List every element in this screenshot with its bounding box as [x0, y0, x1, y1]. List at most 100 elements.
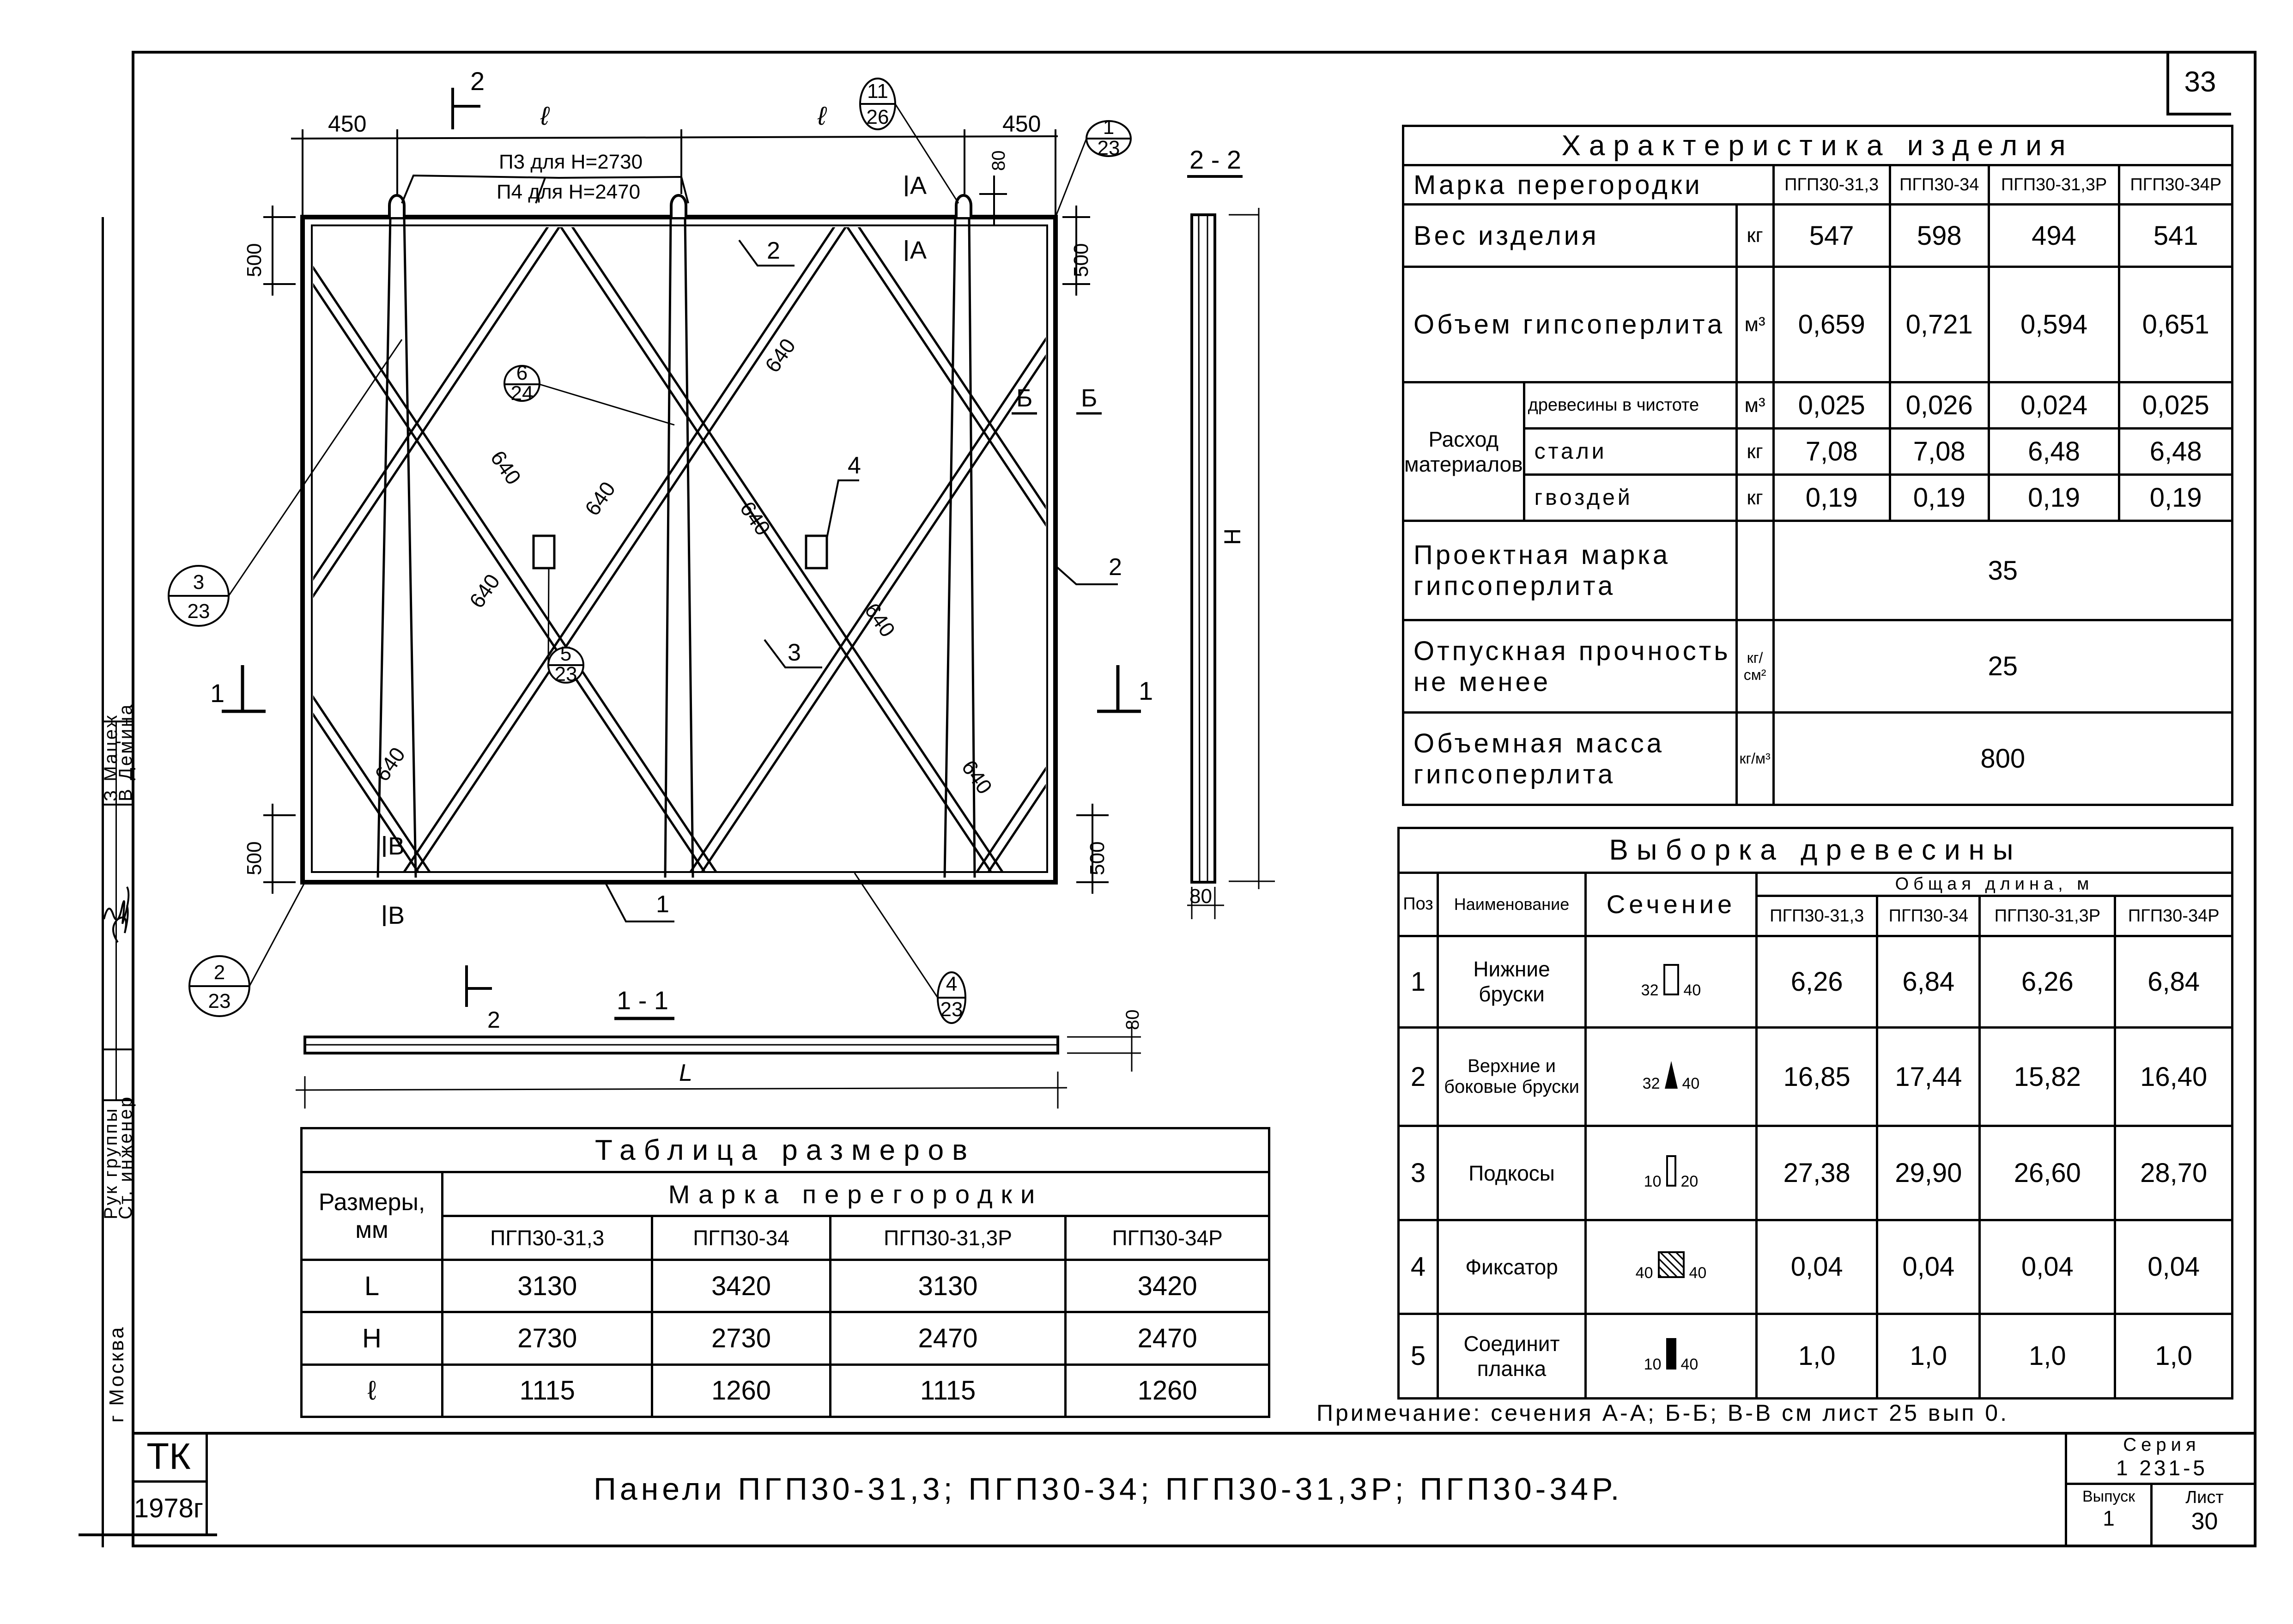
sizes-col0-header: Размеры, мм [300, 1171, 443, 1261]
section-width: 32 [1642, 1074, 1660, 1092]
section-header: Сечение [1584, 871, 1758, 937]
section-height: 40 [1683, 981, 1701, 999]
cell: 16,85 [1755, 1026, 1879, 1127]
section-width: 10 [1644, 1356, 1662, 1374]
row-label: гвоздей [1523, 473, 1738, 522]
svg-text:23: 23 [188, 600, 210, 623]
section-width: 10 [1644, 1173, 1662, 1191]
pos-header: Поз [1397, 871, 1439, 937]
svg-text:А: А [910, 236, 927, 264]
sizes-row-H: Н 2730 2730 2470 2470 [300, 1311, 1270, 1366]
sheet-title: Панели ПГП30-31,3; ПГП30-34; ПГП30-31,3Р… [594, 1472, 1623, 1507]
org-label: ТК [146, 1435, 191, 1477]
svg-text:640: 640 [860, 599, 900, 642]
pos: 1 [1397, 934, 1439, 1029]
section-triangle-icon [1664, 1060, 1678, 1089]
char-row-grade: Проектная марка гипсоперлита 35 [1402, 520, 2234, 621]
cell: 3420 [651, 1258, 831, 1314]
wood-table-title: Выборка древесины [1397, 827, 2233, 874]
cell: 35 [1772, 520, 2234, 621]
cell: 0,594 [1987, 266, 2121, 383]
wood-col-header: ПГП30-31,3Р [1978, 895, 2117, 937]
section-rect-icon [1666, 1338, 1676, 1370]
cell: 0,19 [1888, 473, 1990, 522]
cell: 1260 [1064, 1363, 1270, 1418]
length-header: Общая длина, м [1755, 871, 2233, 897]
side-stamp-row-line-2 [102, 804, 132, 806]
char-mark-header: Марка перегородки [1402, 164, 1775, 206]
svg-text:1: 1 [210, 679, 224, 708]
unit: кг [1735, 473, 1775, 522]
year-underline [79, 1533, 217, 1536]
sheet-number-box: Лист 30 [2153, 1485, 2257, 1547]
cell: 2470 [1064, 1311, 1270, 1366]
svg-text:23: 23 [1098, 137, 1120, 159]
cell: 800 [1772, 711, 2234, 806]
cell: 1260 [651, 1363, 831, 1418]
note-p4: П4 для Н=2470 [497, 181, 640, 203]
unit [1735, 520, 1775, 621]
cell: 1115 [829, 1363, 1067, 1418]
cell: 0,19 [2118, 473, 2233, 522]
name: Фиксатор [1437, 1218, 1587, 1315]
side-stamp-row-line-1 [102, 721, 132, 722]
cell: 3130 [441, 1258, 654, 1314]
svg-text:640: 640 [580, 477, 620, 520]
name: Подкосы [1437, 1125, 1587, 1221]
cell: 2730 [651, 1311, 831, 1366]
pos: 5 [1397, 1312, 1439, 1400]
char-col-header: ПГП30-34Р [2118, 164, 2233, 206]
dim-450-left: 450 [328, 111, 366, 137]
cell: 1,0 [1755, 1312, 1879, 1400]
char-row-density: Объемная масса гипсоперлита кг/м³ 800 [1402, 711, 2234, 806]
dim-450-right: 450 [1002, 111, 1041, 137]
row-label: Объемная масса гипсоперлита [1402, 711, 1738, 806]
cell: 7,08 [1888, 427, 1990, 476]
corner-number: 33 [2184, 66, 2216, 98]
section-rect-icon [1663, 963, 1679, 995]
issue-label: Выпуск [2082, 1488, 2135, 1505]
svg-text:11: 11 [867, 80, 888, 103]
sizes-row-l: ℓ 1115 1260 1115 1260 [300, 1363, 1270, 1418]
svg-text:500: 500 [1086, 842, 1109, 875]
cell: 1115 [441, 1363, 654, 1418]
cell: 29,90 [1876, 1125, 1981, 1221]
cell: 6,84 [1876, 934, 1981, 1029]
unit: кг [1735, 203, 1775, 268]
side-stamp-row-line-3 [102, 1048, 132, 1050]
year-label: 1978г [133, 1493, 204, 1523]
dim-640-labels: 640 640 640 640 640 640 640 640 [370, 334, 997, 799]
pos: 2 [1397, 1026, 1439, 1127]
series-box: Серия 1 231-5 [2065, 1432, 2257, 1485]
cell: 1,0 [2114, 1312, 2233, 1400]
name: Верхние и боковые бруски [1437, 1026, 1587, 1127]
cell: 494 [1987, 203, 2121, 268]
title-block-line [132, 1432, 2257, 1435]
sizes-group-header: Марка перегородки [441, 1171, 1270, 1217]
sizes-col-header: ПГП30-31,3 [441, 1215, 654, 1261]
dim-l-2: ℓ [817, 101, 827, 130]
svg-text:1: 1 [1103, 116, 1114, 139]
pos: 3 [1397, 1125, 1439, 1221]
svg-text:640: 640 [370, 743, 410, 786]
unit: кг/см² [1735, 619, 1775, 714]
svg-text:4: 4 [946, 973, 957, 995]
svg-text:А: А [910, 172, 927, 200]
svg-text:500: 500 [1070, 243, 1092, 277]
cell: 0,19 [1987, 473, 2121, 522]
sizes-col-header: ПГП30-34Р [1064, 1215, 1270, 1261]
cell: 0,19 [1772, 473, 1891, 522]
row-label: Н [300, 1311, 443, 1366]
consumption-label: Расход материалов [1402, 381, 1525, 522]
note-p3: П3 для Н=2730 [499, 151, 643, 173]
cell: 0,026 [1888, 381, 1990, 430]
row-label: Проектная марка гипсоперлита [1402, 520, 1738, 621]
svg-text:2: 2 [214, 961, 225, 984]
svg-text:3: 3 [788, 639, 801, 666]
cell: 0,651 [2118, 266, 2233, 383]
cell: 541 [2118, 203, 2233, 268]
